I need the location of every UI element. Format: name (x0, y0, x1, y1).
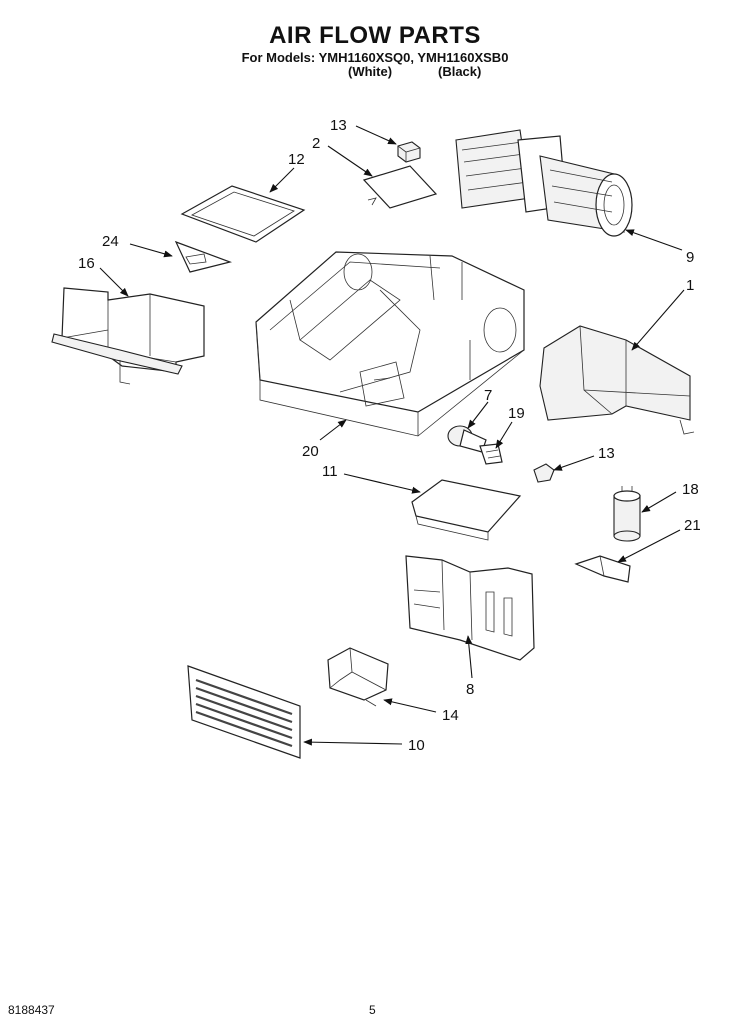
page-title: AIR FLOW PARTS (269, 22, 481, 49)
page-number: 5 (369, 1003, 376, 1017)
part-14-bracket (327, 647, 389, 707)
part-7-component (447, 425, 487, 453)
model-numbers: For Models: YMH1160XSQ0, YMH1160XSB0 (241, 50, 509, 65)
part-9-blower-motor (455, 129, 633, 237)
part-20-air-chamber-base (255, 251, 525, 437)
callout-19: 19 (508, 405, 525, 422)
part-16-left-air-guide (51, 287, 205, 385)
part-13-clip-bottom (533, 463, 555, 483)
callout-21: 21 (684, 517, 701, 534)
variant-black-label: (Black) (438, 64, 482, 79)
callout-1: 1 (686, 277, 694, 294)
callout-2: 2 (312, 135, 320, 152)
callout-11: 11 (322, 463, 338, 480)
callout-16: 16 (78, 255, 95, 272)
callout-13-bottom: 13 (598, 445, 615, 462)
part-11-plate (411, 479, 522, 541)
part-12-filter-frame (180, 185, 306, 243)
part-1-duct (539, 325, 695, 435)
part-21-bracket (574, 555, 631, 583)
callout-8: 8 (466, 681, 474, 698)
callout-10: 10 (408, 737, 425, 754)
callout-7: 7 (484, 387, 492, 404)
callout-20: 20 (302, 443, 319, 460)
callout-13-top: 13 (330, 117, 347, 134)
document-number: 8188437 (8, 1003, 55, 1017)
part-8-air-guide (405, 555, 535, 661)
part-2-plate (362, 165, 438, 209)
variant-white-label: (White) (348, 64, 393, 79)
part-10-grille (187, 665, 301, 759)
part-13-clip-top (397, 141, 421, 163)
callout-12: 12 (288, 151, 305, 168)
callout-9: 9 (686, 249, 694, 266)
callout-14: 14 (442, 707, 459, 724)
part-18-capacitor (613, 486, 641, 542)
part-19-connector (479, 443, 503, 465)
callout-18: 18 (682, 481, 699, 498)
callout-24: 24 (102, 233, 119, 250)
part-24-gasket (174, 240, 233, 273)
